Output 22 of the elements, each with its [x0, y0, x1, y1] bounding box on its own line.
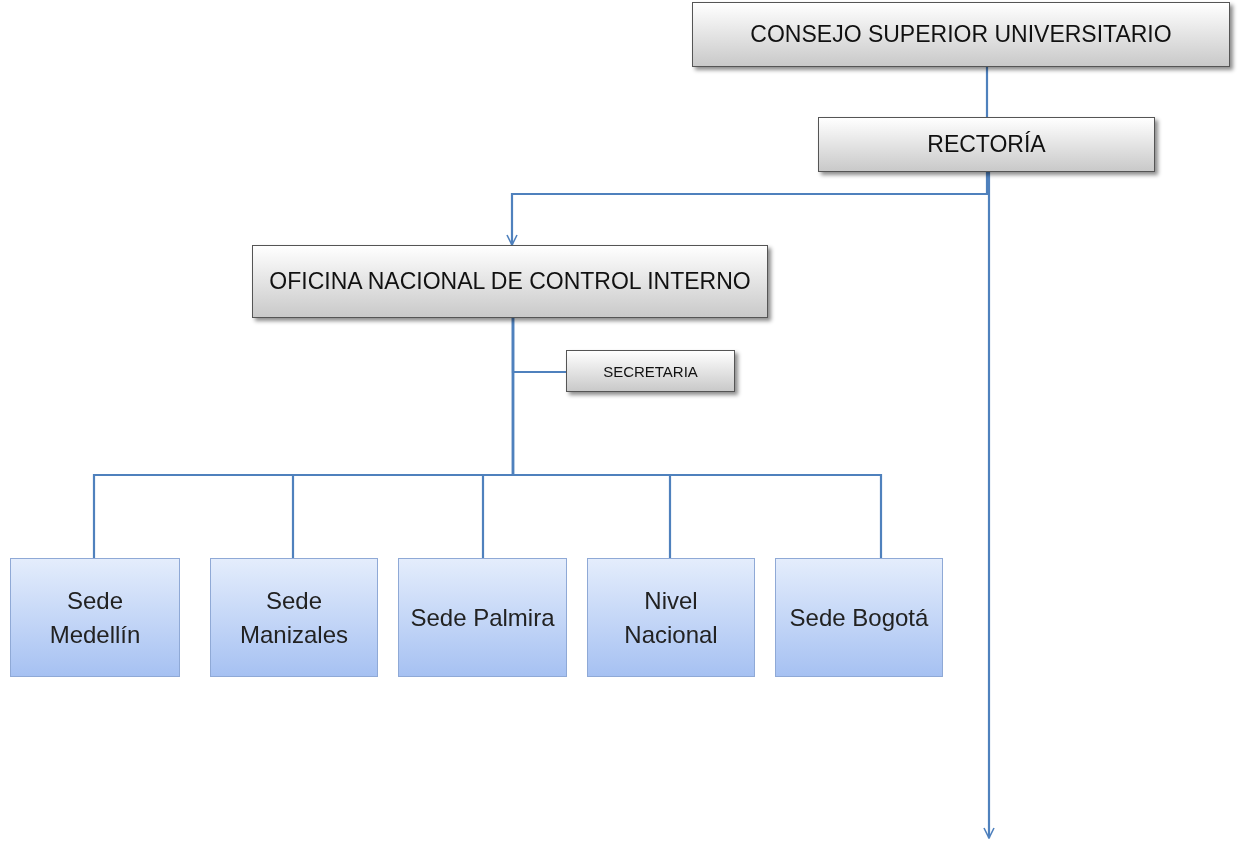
node-label: Sede Palmira — [410, 602, 555, 633]
org-box — [692, 2, 1230, 67]
campus-box — [775, 558, 943, 677]
node-label: OFICINA NACIONAL DE CONTROL INTERNO — [269, 268, 751, 295]
org-box — [818, 117, 1155, 172]
connector-line — [985, 67, 989, 117]
org-box — [566, 350, 735, 392]
campus-box — [10, 558, 180, 677]
node-label: RECTORÍA — [927, 131, 1046, 158]
arrow — [983, 172, 995, 839]
campus-box — [210, 558, 378, 677]
node-label: Sede Bogotá — [789, 602, 929, 633]
arrow — [506, 172, 989, 246]
node-label: CONSEJO SUPERIOR UNIVERSITARIO — [750, 21, 1172, 48]
node-label: Sede Medellín — [48, 585, 142, 650]
node-label: Nivel Nacional — [623, 585, 719, 650]
node-label: SECRETARIA — [603, 362, 698, 380]
org-box — [252, 245, 768, 318]
connector-line — [511, 318, 883, 558]
node-label: Sede Manizales — [238, 585, 349, 650]
campus-box — [398, 558, 567, 677]
campus-box — [587, 558, 755, 677]
